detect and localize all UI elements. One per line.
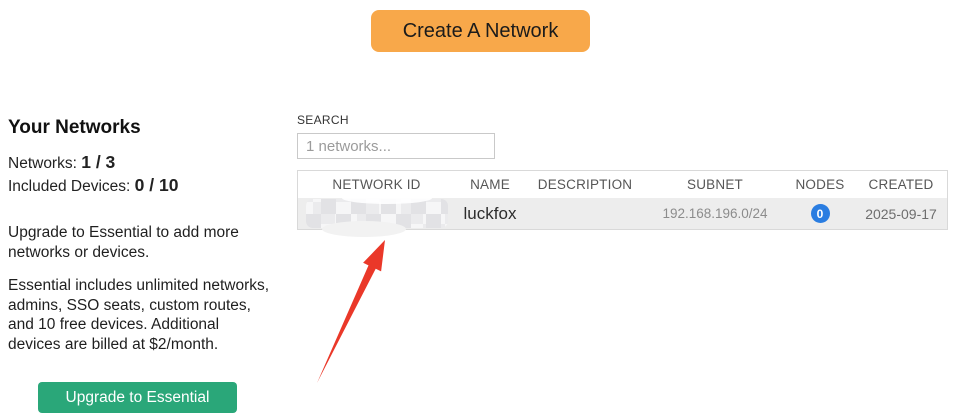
red-arrow-annotation-icon — [317, 240, 385, 383]
column-header-subnet: SUBNET — [687, 177, 743, 192]
column-header-nodes: NODES — [795, 177, 845, 192]
networks-count-label: Networks: — [8, 155, 77, 172]
networks-table: NETWORK ID NAME DESCRIPTION SUBNET NODES… — [297, 170, 948, 237]
devices-count: Included Devices: 0 / 10 — [8, 175, 274, 198]
networks-panel: SEARCH NETWORK ID NAME DESCRIPTION SUBNE… — [297, 113, 950, 237]
nodes-count-badge: 0 — [810, 204, 830, 223]
networks-count: Networks: 1 / 3 — [8, 152, 274, 175]
networks-count-value: 1 / 3 — [81, 152, 116, 172]
cell-nodes: 0 — [785, 204, 855, 223]
network-id-redacted — [306, 192, 448, 237]
cell-created: 2025-09-17 — [865, 205, 937, 222]
search-input[interactable] — [297, 133, 495, 159]
devices-count-label: Included Devices: — [8, 177, 131, 195]
essential-plan-description: Essential includes unlimited networks, a… — [8, 277, 270, 353]
column-header-created: CREATED — [868, 177, 934, 192]
upgrade-essential-button[interactable]: Upgrade to Essential — [38, 382, 237, 413]
upgrade-note: Upgrade to Essential to add more network… — [8, 224, 239, 261]
column-header-description: DESCRIPTION — [537, 177, 633, 192]
sidebar-title: Your Networks — [8, 117, 141, 138]
plan-limits: Networks: 1 / 3 Included Devices: 0 / 10 — [8, 152, 274, 197]
cell-name: luckfox — [463, 203, 517, 223]
search-label: SEARCH — [297, 113, 349, 127]
column-header-name: NAME — [470, 177, 510, 192]
devices-count-value: 0 / 10 — [134, 174, 179, 195]
table-row[interactable]: luckfox 192.168.196.0/24 0 2025-09-17 — [298, 192, 947, 237]
cell-subnet: 192.168.196.0/24 — [662, 206, 768, 221]
column-header-network-id: NETWORK ID — [332, 177, 421, 192]
sidebar: Your Networks Networks: 1 / 3 Included D… — [8, 117, 274, 354]
create-network-button[interactable]: Create A Network — [371, 10, 590, 52]
